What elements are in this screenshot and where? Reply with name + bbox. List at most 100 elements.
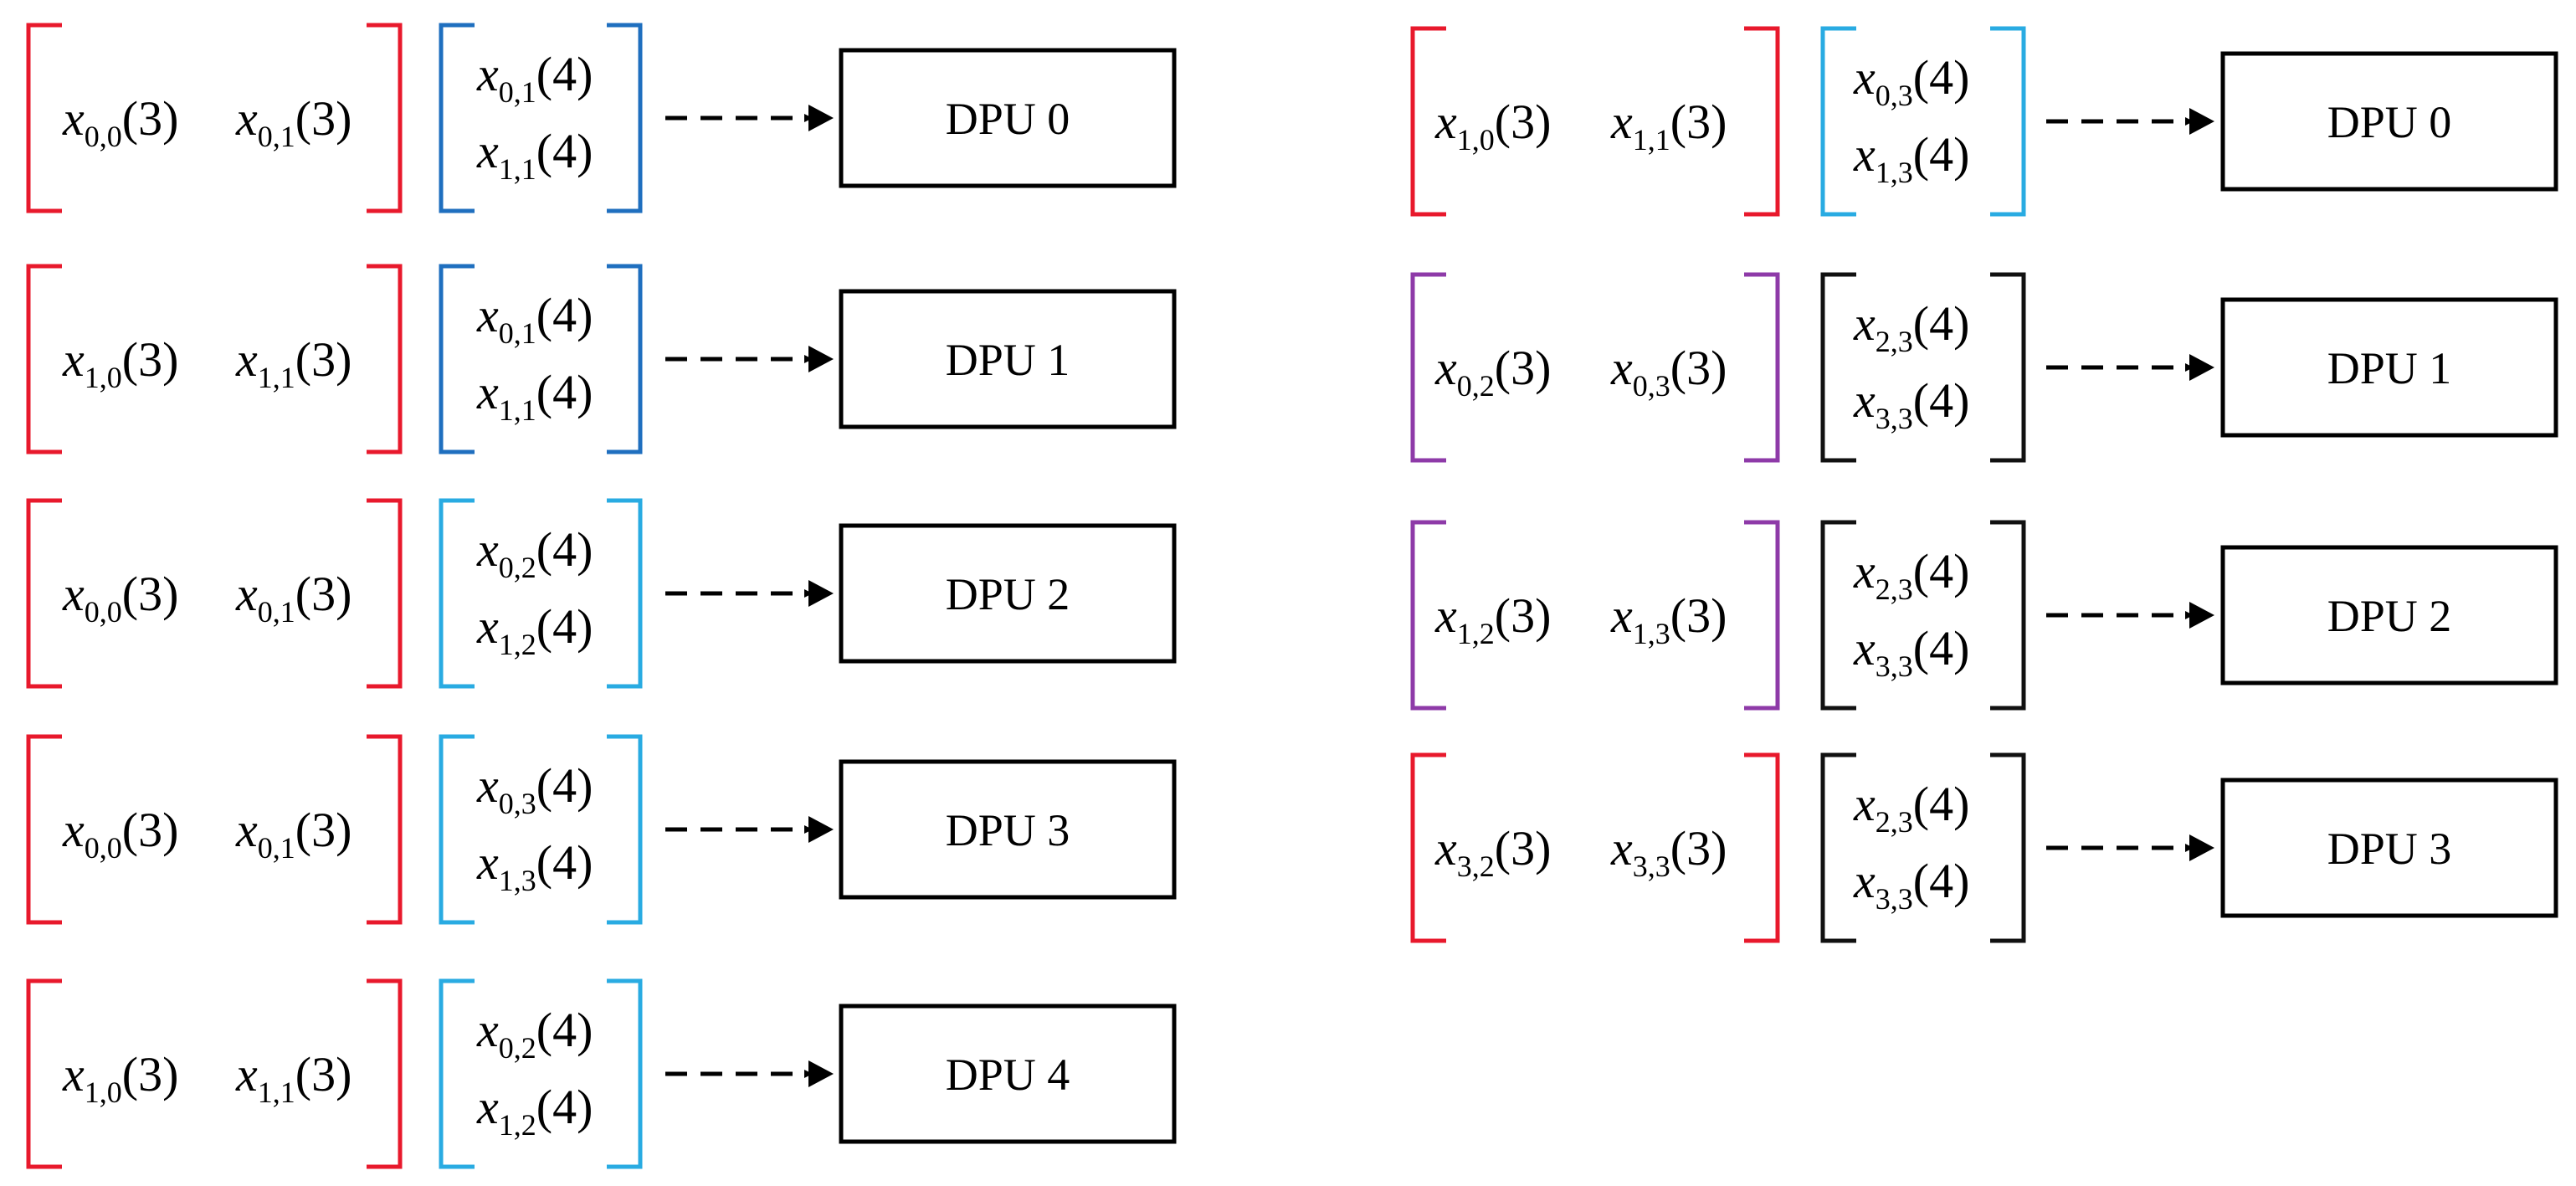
row-vector-term-subscript: 0,1 bbox=[258, 120, 295, 153]
column-vector-term-subscript: 0,1 bbox=[499, 75, 536, 109]
column-vector-term-argument: (4) bbox=[1913, 544, 1970, 598]
column-vector-right-bracket bbox=[607, 264, 643, 454]
dpu-label: DPU 4 bbox=[946, 1050, 1070, 1100]
row-vector-term-argument: (3) bbox=[122, 91, 179, 146]
row-vector-term-variable: x bbox=[235, 1047, 258, 1101]
column-vector-term-subscript: 3,3 bbox=[1876, 649, 1913, 683]
column-vector-term: x1,3(4) bbox=[1853, 127, 1969, 189]
row-vector-term-argument: (3) bbox=[122, 332, 179, 387]
column-vector-left-bracket bbox=[1820, 272, 1856, 463]
mapping-row: x1,0(3)x1,1(3)x0,2(4)x1,2(4)DPU 4 bbox=[26, 978, 1177, 1169]
row-vector-term-variable: x bbox=[1610, 95, 1633, 149]
row-vector-term-variable: x bbox=[1434, 588, 1457, 643]
row-vector-term: x0,2(3) bbox=[1434, 341, 1551, 403]
dpu-label: DPU 3 bbox=[2327, 824, 2452, 874]
row-vector-right-bracket bbox=[1744, 520, 1780, 711]
arrowhead-icon bbox=[2189, 834, 2214, 861]
row-vector-term-variable: x bbox=[235, 803, 258, 857]
column-vector-term-argument: (4) bbox=[536, 124, 593, 178]
row-vector-term-subscript: 1,1 bbox=[1633, 123, 1670, 157]
row-vector-term-argument: (3) bbox=[1495, 821, 1552, 875]
dpu-box bbox=[839, 289, 1177, 429]
column-vector-term-variable: x bbox=[476, 522, 499, 577]
column-vector-term: x0,2(4) bbox=[476, 522, 593, 584]
arrowhead-icon bbox=[808, 816, 834, 843]
column-vector-term-variable: x bbox=[476, 124, 499, 178]
row-vector-term-argument: (3) bbox=[295, 1047, 352, 1101]
row-vector-term-variable: x bbox=[235, 332, 258, 387]
row-vector-term-variable: x bbox=[62, 1047, 85, 1101]
column-vector-term: x0,1(4) bbox=[476, 47, 593, 109]
row-vector-left-bracket bbox=[1410, 26, 1446, 217]
arrowhead-icon bbox=[2189, 354, 2214, 381]
column-vector-right-bracket bbox=[1990, 752, 2026, 943]
column-vector-term-argument: (4) bbox=[536, 1080, 593, 1134]
row-vector-term-subscript: 0,0 bbox=[85, 595, 122, 629]
column-vector-term-variable: x bbox=[1853, 854, 1876, 908]
row-vector-right-bracket bbox=[1744, 272, 1780, 463]
row-vector-term-argument: (3) bbox=[1495, 341, 1552, 395]
row-vector-term: x1,2(3) bbox=[1434, 588, 1551, 650]
row-vector-term-subscript: 0,1 bbox=[258, 831, 295, 865]
dpu-box bbox=[839, 48, 1177, 188]
dpu-box bbox=[2220, 545, 2558, 685]
column-vector-term-argument: (4) bbox=[536, 47, 593, 101]
row-vector-term-subscript: 1,0 bbox=[85, 1076, 122, 1109]
arrowhead-icon bbox=[2189, 108, 2214, 135]
row-vector-term-subscript: 0,2 bbox=[1457, 369, 1495, 403]
column-vector-term: x1,1(4) bbox=[476, 365, 593, 427]
column-vector-term-subscript: 1,3 bbox=[499, 864, 536, 897]
column-vector-term-argument: (4) bbox=[1913, 854, 1970, 908]
column-vector-term-variable: x bbox=[476, 758, 499, 813]
row-vector-term: x0,1(3) bbox=[235, 91, 352, 153]
row-vector-term-subscript: 0,0 bbox=[85, 831, 122, 865]
column-vector-term: x1,2(4) bbox=[476, 599, 593, 661]
column-vector-term-argument: (4) bbox=[1913, 373, 1970, 428]
column-vector-term: x1,2(4) bbox=[476, 1080, 593, 1142]
column-vector-right-bracket bbox=[607, 978, 643, 1169]
row-vector-term: x0,0(3) bbox=[62, 803, 178, 865]
dpu-box bbox=[839, 523, 1177, 664]
row-vector-right-bracket bbox=[367, 978, 403, 1169]
row-vector-term-argument: (3) bbox=[122, 1047, 179, 1101]
row-vector-left-bracket bbox=[26, 978, 62, 1169]
row-vector-term: x1,0(3) bbox=[62, 332, 178, 394]
column-vector-term: x0,3(4) bbox=[1853, 50, 1969, 112]
row-vector-term-argument: (3) bbox=[122, 567, 179, 621]
column-vector-term-subscript: 2,3 bbox=[1876, 805, 1913, 839]
column-vector-right-bracket bbox=[1990, 272, 2026, 463]
arrowhead-icon bbox=[808, 346, 834, 372]
group-left: x0,0(3)x0,1(3)x0,1(4)x1,1(4)DPU 0x1,0(3)… bbox=[26, 23, 1177, 1169]
column-vector-left-bracket bbox=[1820, 520, 1856, 711]
mapping-row: x1,0(3)x1,1(3)x0,3(4)x1,3(4)DPU 0 bbox=[1410, 26, 2558, 217]
row-vector-term-argument: (3) bbox=[1670, 588, 1727, 643]
column-vector-term-variable: x bbox=[476, 365, 499, 419]
column-vector-term: x0,2(4) bbox=[476, 1003, 593, 1065]
row-vector-term: x1,1(3) bbox=[235, 332, 352, 394]
column-vector-left-bracket bbox=[439, 23, 475, 213]
column-vector-term-subscript: 3,3 bbox=[1876, 882, 1913, 916]
row-vector-term-argument: (3) bbox=[1670, 821, 1727, 875]
row-vector-term: x1,3(3) bbox=[1610, 588, 1727, 650]
column-vector-term-subscript: 1,3 bbox=[1876, 156, 1913, 189]
row-vector-term-variable: x bbox=[235, 91, 258, 146]
arrowhead-icon bbox=[808, 580, 834, 607]
column-vector-term-variable: x bbox=[1853, 50, 1876, 105]
row-vector-right-bracket bbox=[367, 498, 403, 689]
column-vector-term-argument: (4) bbox=[536, 758, 593, 813]
arrowhead-icon bbox=[2189, 602, 2214, 629]
row-vector-term: x0,3(3) bbox=[1610, 341, 1727, 403]
row-vector-left-bracket bbox=[1410, 520, 1446, 711]
column-vector-term: x0,1(4) bbox=[476, 288, 593, 350]
mapping-row: x1,2(3)x1,3(3)x2,3(4)x3,3(4)DPU 2 bbox=[1410, 520, 2558, 711]
dpu-label: DPU 1 bbox=[946, 335, 1070, 385]
row-vector-term-variable: x bbox=[235, 567, 258, 621]
row-vector-term-argument: (3) bbox=[1495, 588, 1552, 643]
row-vector-term-subscript: 0,3 bbox=[1633, 369, 1670, 403]
row-vector-term: x3,3(3) bbox=[1610, 821, 1727, 883]
row-vector-term-variable: x bbox=[1610, 588, 1633, 643]
column-vector-term: x0,3(4) bbox=[476, 758, 593, 820]
column-vector-right-bracket bbox=[607, 498, 643, 689]
dpu-box bbox=[2220, 778, 2558, 918]
column-vector-term: x2,3(4) bbox=[1853, 544, 1969, 606]
